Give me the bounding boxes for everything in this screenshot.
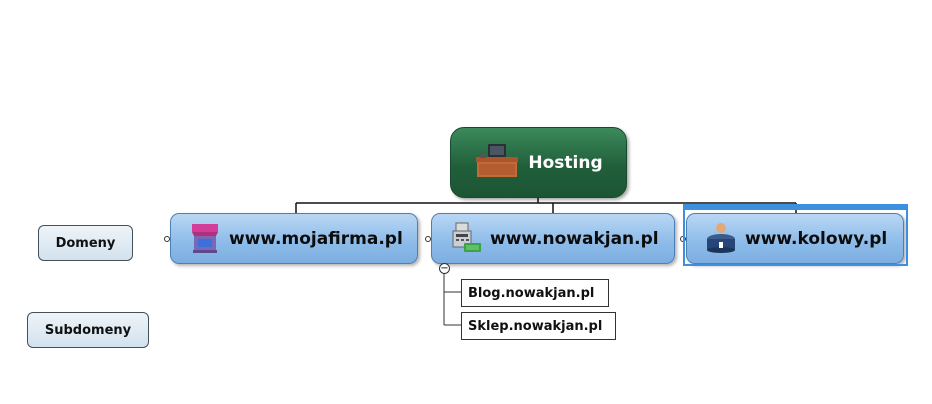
side-label-domains-text: Domeny [55,235,116,251]
selection-frame [683,204,908,266]
side-label-domains[interactable]: Domeny [38,225,133,261]
topic-label: www.kolowy.pl [745,228,888,249]
topic-mojafirma[interactable]: www.mojafirma.pl [170,213,418,264]
subtopic-sklep[interactable]: Sklep.nowakjan.pl [461,312,616,340]
topic-nowakjan[interactable]: www.nowakjan.pl [431,213,675,264]
subtopic-label: Blog.nowakjan.pl [468,285,595,301]
side-label-subdomains[interactable]: Subdomeny [27,312,149,348]
subtopic-blog[interactable]: Blog.nowakjan.pl [461,279,609,307]
root-topic-hosting[interactable]: Hosting [450,127,627,198]
connection-point[interactable] [425,236,431,242]
office-desk-computer-icon [474,143,520,182]
storefront-icon [189,221,221,257]
minus-icon: − [440,262,449,274]
root-topic-label: Hosting [528,152,603,173]
topic-label: www.nowakjan.pl [490,228,659,249]
cash-register-icon [450,221,482,257]
selection-handle-bar[interactable] [684,205,907,210]
topic-kolowy[interactable]: www.kolowy.pl [686,213,904,264]
subtopic-label: Sklep.nowakjan.pl [468,318,603,334]
topic-label: www.mojafirma.pl [229,228,403,249]
collapse-toggle[interactable]: − [439,263,450,274]
reception-desk-person-icon [705,221,737,257]
side-label-subdomains-text: Subdomeny [44,322,132,338]
connection-point[interactable] [164,236,170,242]
